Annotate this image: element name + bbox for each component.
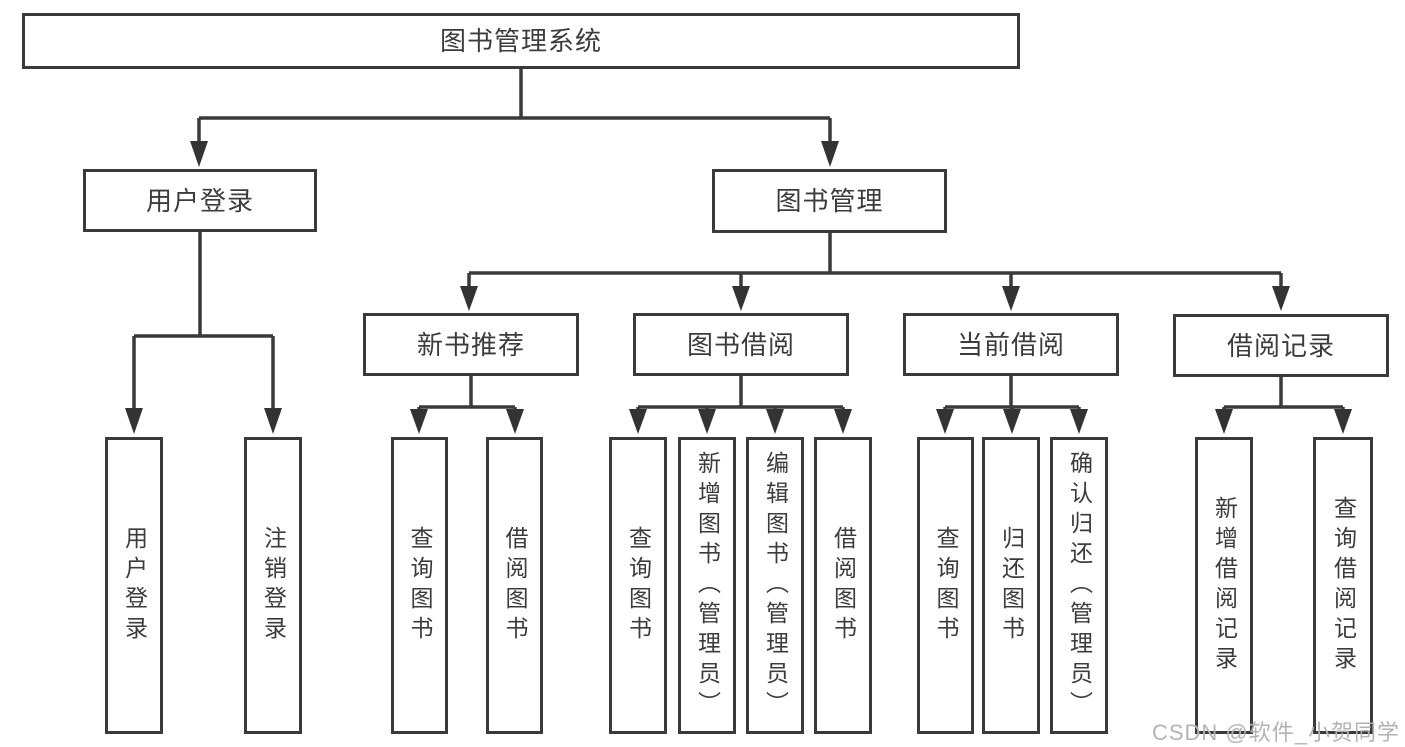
node-user-login: 用户登录 <box>83 169 317 232</box>
connector-currentborrow-to-leaves <box>943 376 1081 410</box>
leaf-add-borrow-record: 新增借阅记录 <box>1195 437 1253 734</box>
node-root: 图书管理系统 <box>22 13 1020 69</box>
leaf-add-book-admin: 新增图书（管理员） <box>678 437 736 734</box>
csdn-watermark: CSDN @软件_小贺同学 <box>1151 720 1400 745</box>
leaf-borrow-books: 借阅图书 <box>814 437 872 734</box>
connector-newbookrec-to-leaves <box>417 376 517 410</box>
node-book-borrowing: 图书借阅 <box>633 313 849 376</box>
leaf-edit-book-admin: 编辑图书（管理员） <box>746 437 804 734</box>
connector-borrowrecords-to-leaves <box>1222 377 1345 410</box>
node-book-management: 图书管理 <box>712 169 947 233</box>
connector-userlogin-to-leaves <box>132 232 275 409</box>
leaf-query-books-current: 查询图书 <box>917 437 974 734</box>
leaf-return-book: 归还图书 <box>982 437 1040 734</box>
node-new-book-recommend: 新书推荐 <box>363 313 579 376</box>
leaf-logout: 注销登录 <box>244 437 302 734</box>
connector-bookmgmt-to-level3 <box>467 233 1283 287</box>
leaf-query-books: 查询图书 <box>609 437 667 734</box>
node-borrow-records: 借阅记录 <box>1173 314 1389 377</box>
leaf-query-borrow-record: 查询借阅记录 <box>1313 437 1373 734</box>
connector-bookborrow-to-leaves <box>636 376 845 410</box>
connector-root-to-level2 <box>197 69 832 142</box>
leaf-user-login: 用户登录 <box>105 437 163 734</box>
node-current-borrowing: 当前借阅 <box>903 313 1119 376</box>
leaf-borrow-books-recommend: 借阅图书 <box>486 437 543 734</box>
leaf-confirm-return-admin: 确认归还（管理员） <box>1050 437 1108 734</box>
leaf-query-books-recommend: 查询图书 <box>391 437 448 734</box>
